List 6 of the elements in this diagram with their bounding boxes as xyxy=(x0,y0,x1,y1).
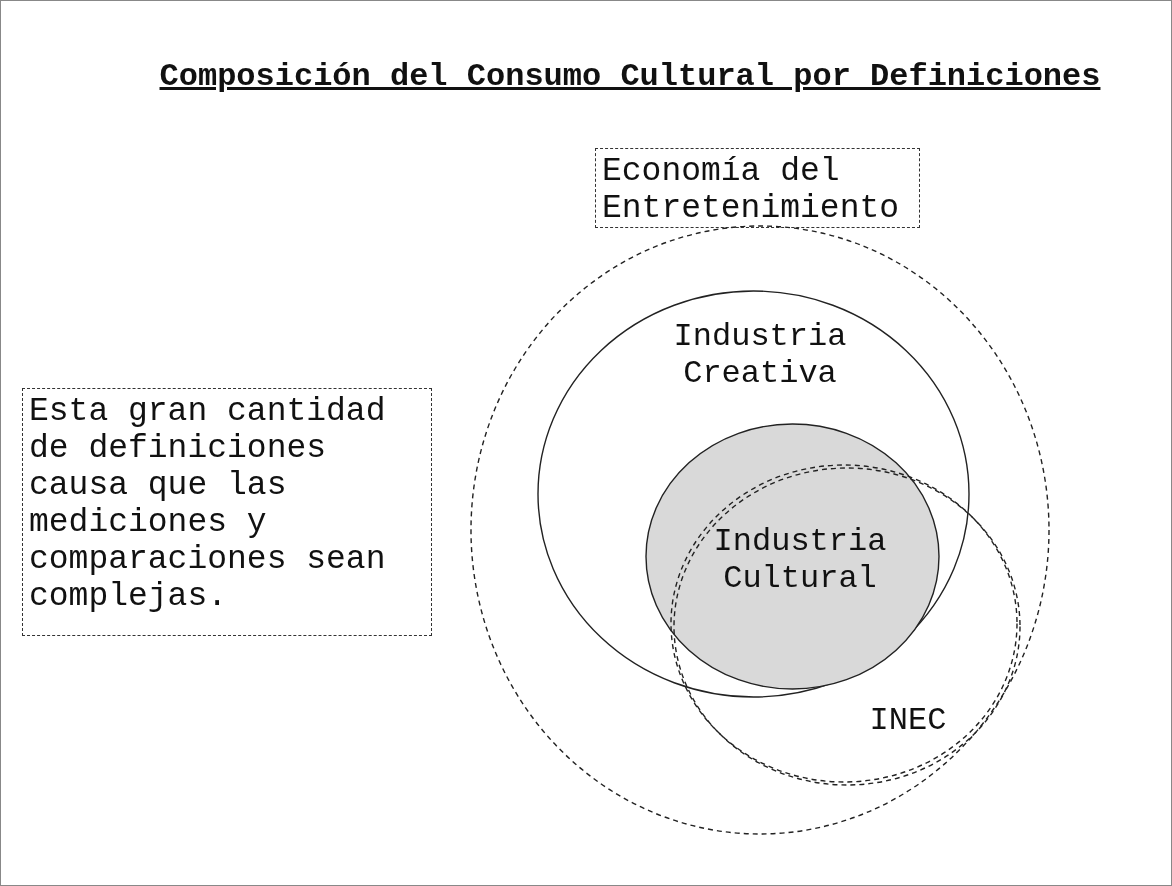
note-box: Esta gran cantidad de definiciones causa que las mediciones y comparaciones sean complejas. xyxy=(22,388,432,636)
set-label: INEC xyxy=(868,702,948,739)
note-box: Economía del Entretenimiento xyxy=(595,148,920,228)
set-label: Industria Cultural xyxy=(712,523,888,597)
set-label: Industria Creativa xyxy=(672,318,848,392)
diagram-title: Composición del Consumo Cultural por Definiciones xyxy=(158,58,1102,95)
